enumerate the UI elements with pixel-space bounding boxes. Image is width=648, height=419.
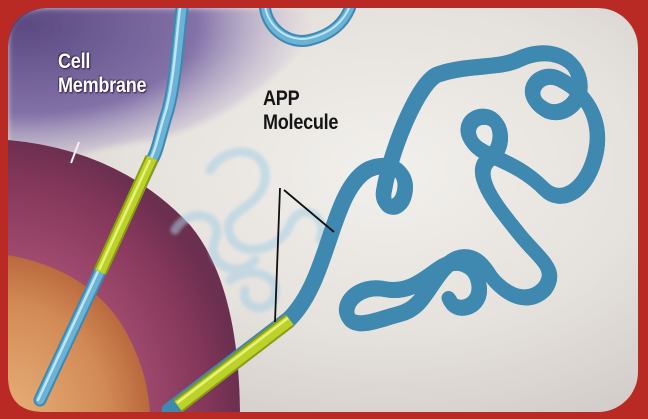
cell-membrane-label-line-1: Cell <box>58 50 146 74</box>
cell-membrane-label-line-2: Membrane <box>58 74 146 98</box>
app-molecule-label: APP Molecule <box>263 87 338 135</box>
app-molecule-label-line-2: Molecule <box>263 111 338 135</box>
app-molecule-label-line-1: APP <box>263 87 338 111</box>
cell-membrane-label: Cell Membrane <box>58 50 146 98</box>
